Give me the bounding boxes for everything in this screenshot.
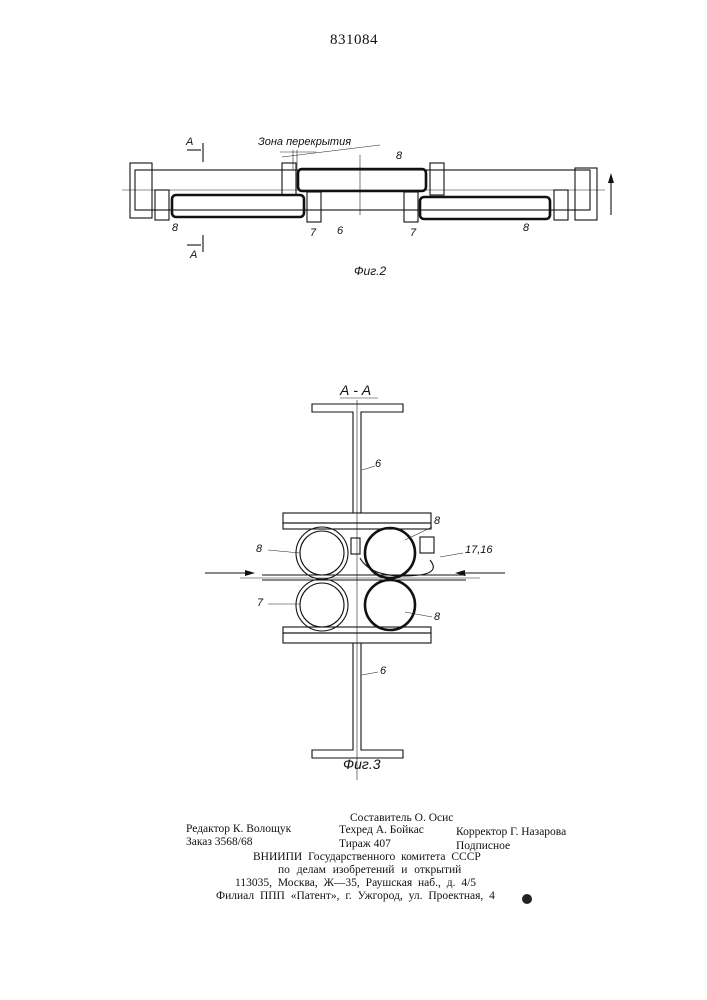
label-8-left: 8 bbox=[172, 222, 178, 234]
figure-2 bbox=[122, 143, 614, 252]
techred: Техред А. Бойкас bbox=[339, 824, 424, 837]
order: Заказ 3568/68 bbox=[186, 836, 253, 849]
fig3-caption: Фиг.3 bbox=[343, 756, 381, 772]
label-6: 6 bbox=[337, 225, 343, 237]
label-8-right-bottom: 8 bbox=[434, 611, 440, 623]
label-7-left: 7 bbox=[310, 227, 316, 239]
section-mark-top: А bbox=[186, 136, 193, 148]
overlap-zone-label: Зона перекрытия bbox=[258, 136, 351, 148]
i-beam-6-top bbox=[312, 404, 403, 513]
corrector: Корректор Г. Назарова bbox=[456, 826, 566, 839]
label-8-right: 8 bbox=[523, 222, 529, 234]
org-line-3: 113035, Москва, Ж—35, Раушская наб., д. … bbox=[235, 877, 476, 890]
roller-8-right bbox=[420, 197, 550, 219]
figure-3 bbox=[205, 398, 505, 780]
label-8-left-top: 8 bbox=[256, 543, 262, 555]
label-6-top: 6 bbox=[375, 458, 381, 470]
label-7-right: 7 bbox=[410, 227, 416, 239]
roller-8-left-top bbox=[296, 527, 348, 579]
roller-8-top bbox=[298, 169, 426, 191]
circulation: Тираж 407 bbox=[339, 838, 391, 851]
org-line-2: по делам изобретений и открытий bbox=[278, 864, 461, 877]
label-7: 7 bbox=[257, 597, 263, 609]
label-8-top: 8 bbox=[396, 150, 402, 162]
editor: Редактор К. Волощук bbox=[186, 823, 291, 836]
label-6-bottom: 6 bbox=[380, 665, 386, 677]
label-8-right-top: 8 bbox=[434, 515, 440, 527]
org-line-4: Филиал ППП «Патент», г. Ужгород, ул. Про… bbox=[216, 890, 495, 903]
label-17-16: 17,16 bbox=[465, 544, 493, 556]
roller-8-right-bottom bbox=[365, 580, 415, 630]
section-mark-bottom: А bbox=[190, 249, 197, 261]
section-title: А - А bbox=[340, 382, 371, 398]
roller-7 bbox=[296, 579, 348, 631]
fig2-caption: Фиг.2 bbox=[354, 264, 386, 278]
printer-mark-icon bbox=[522, 894, 532, 904]
roller-8-left bbox=[172, 195, 304, 217]
i-beam-6-bottom bbox=[312, 643, 403, 758]
org-line-1: ВНИИПИ Государственного комитета СССР bbox=[253, 851, 481, 864]
